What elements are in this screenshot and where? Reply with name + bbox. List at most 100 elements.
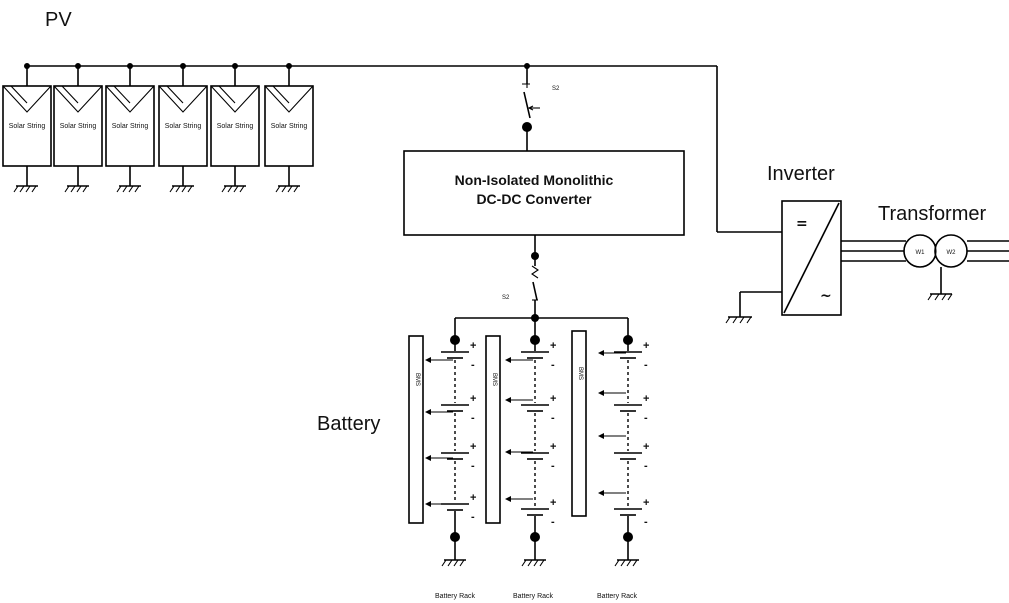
battery-cell-icon: +-	[614, 497, 649, 528]
ground-icon	[64, 185, 89, 193]
battery-cell-icon: +-	[521, 441, 556, 472]
cell-minus-sign: -	[644, 359, 648, 371]
inverter-ground-icon	[725, 291, 782, 324]
dc-dc-converter-box	[403, 150, 685, 236]
cell-plus-sign: +	[550, 340, 556, 352]
cell-plus-sign: +	[470, 441, 476, 453]
ground-icon	[13, 185, 38, 193]
ground-icon	[275, 185, 300, 193]
inverter-diagonal	[783, 202, 840, 314]
pv-label: PV	[45, 9, 72, 31]
battery-rack-label: Battery Rack	[435, 593, 476, 600]
bms-sense-arrow-icon	[598, 390, 626, 396]
solar-string-label: Solar String	[217, 123, 254, 130]
pv-array: Solar String Solar String Solar String Sola…	[2, 63, 314, 193]
solar-string: Solar String	[210, 63, 260, 193]
bms-sense-arrow-icon	[425, 501, 453, 507]
ground-icon	[169, 185, 194, 193]
battery-cell-icon: +-	[441, 393, 476, 424]
inverter-label: Inverter	[767, 163, 835, 185]
bms-box	[408, 335, 424, 524]
cell-minus-sign: -	[551, 359, 555, 371]
cell-plus-sign: +	[643, 441, 649, 453]
cell-plus-sign: +	[550, 497, 556, 509]
solar-string: Solar String	[264, 63, 314, 193]
battery-cell-icon: +-	[441, 441, 476, 472]
solar-string-label: Solar String	[165, 123, 202, 130]
switch-bottom-label: S2	[502, 295, 510, 301]
bms-box	[571, 330, 587, 517]
ground-icon	[521, 559, 546, 567]
solar-string-label: Solar String	[112, 123, 149, 130]
battery-cell-icon: +-	[441, 492, 476, 523]
bms-sense-arrow-icon	[505, 357, 533, 363]
cell-plus-sign: +	[470, 340, 476, 352]
bms-sense-arrow-icon	[598, 350, 626, 356]
switch-top-label: S2	[552, 86, 560, 92]
bms-label: BMS	[577, 367, 583, 380]
cell-minus-sign: -	[644, 516, 648, 528]
cell-minus-sign: -	[471, 460, 475, 472]
cell-minus-sign: -	[471, 511, 475, 523]
ac-lines-right	[967, 240, 1009, 262]
solar-panel-icon	[264, 85, 314, 167]
converter-label-line2: DC-DC Converter	[476, 191, 592, 207]
battery-cell-icon: +-	[441, 340, 476, 371]
solar-panel-icon	[105, 85, 155, 167]
cell-minus-sign: -	[551, 516, 555, 528]
bms-sense-arrow-icon	[425, 409, 453, 415]
cell-plus-sign: +	[643, 497, 649, 509]
battery-cell-icon: +-	[614, 340, 649, 371]
battery-rack-label: Battery Rack	[597, 593, 638, 600]
cell-plus-sign: +	[470, 393, 476, 405]
battery-cell-icon: +-	[521, 340, 556, 371]
transformer-label: Transformer	[878, 203, 987, 225]
winding2-label: W2	[947, 250, 957, 256]
ac-lines-left	[841, 240, 906, 262]
battery-cell-icon: +-	[614, 393, 649, 424]
bms-label: BMS	[414, 373, 420, 386]
inverter-dc-symbol: =	[796, 216, 808, 232]
solar-string: Solar String	[2, 63, 52, 193]
cell-minus-sign: -	[471, 412, 475, 424]
converter-label-line1: Non-Isolated Monolithic	[455, 172, 614, 188]
bms-sense-arrow-icon	[505, 449, 533, 455]
cell-plus-sign: +	[643, 340, 649, 352]
bms-sense-arrow-icon	[425, 455, 453, 461]
cell-plus-sign: +	[470, 492, 476, 504]
cell-minus-sign: -	[471, 359, 475, 371]
solar-string: Solar String	[105, 63, 155, 193]
winding1-label: W1	[916, 250, 926, 256]
cell-minus-sign: -	[644, 412, 648, 424]
solar-string-label: Solar String	[271, 123, 308, 130]
battery-rack-label: Battery Rack	[513, 593, 554, 600]
ground-icon	[614, 559, 639, 567]
cell-minus-sign: -	[644, 460, 648, 472]
solar-panel-icon	[2, 85, 52, 167]
battery-label: Battery	[317, 413, 380, 435]
bottom-switch: S2	[502, 235, 539, 322]
solar-panel-icon	[53, 85, 103, 167]
transformer-ground-icon	[927, 267, 953, 301]
solar-panel-icon	[210, 85, 260, 167]
ground-icon	[221, 185, 246, 193]
battery-cell-icon: +-	[521, 497, 556, 528]
solar-string: Solar String	[53, 63, 103, 193]
bms-label: BMS	[491, 373, 497, 386]
bms-sense-arrow-icon	[425, 357, 453, 363]
bms-sense-arrow-icon	[598, 433, 626, 439]
bms-sense-arrow-icon	[598, 490, 626, 496]
bms-sense-arrow-icon	[505, 496, 533, 502]
bms-box	[485, 335, 501, 524]
ground-icon	[116, 185, 141, 193]
ground-icon	[441, 559, 466, 567]
solar-string-label: Solar String	[60, 123, 97, 130]
cell-minus-sign: -	[551, 460, 555, 472]
inverter-ac-symbol: ~	[820, 288, 832, 304]
cell-plus-sign: +	[550, 393, 556, 405]
bms-sense-arrow-icon	[505, 397, 533, 403]
